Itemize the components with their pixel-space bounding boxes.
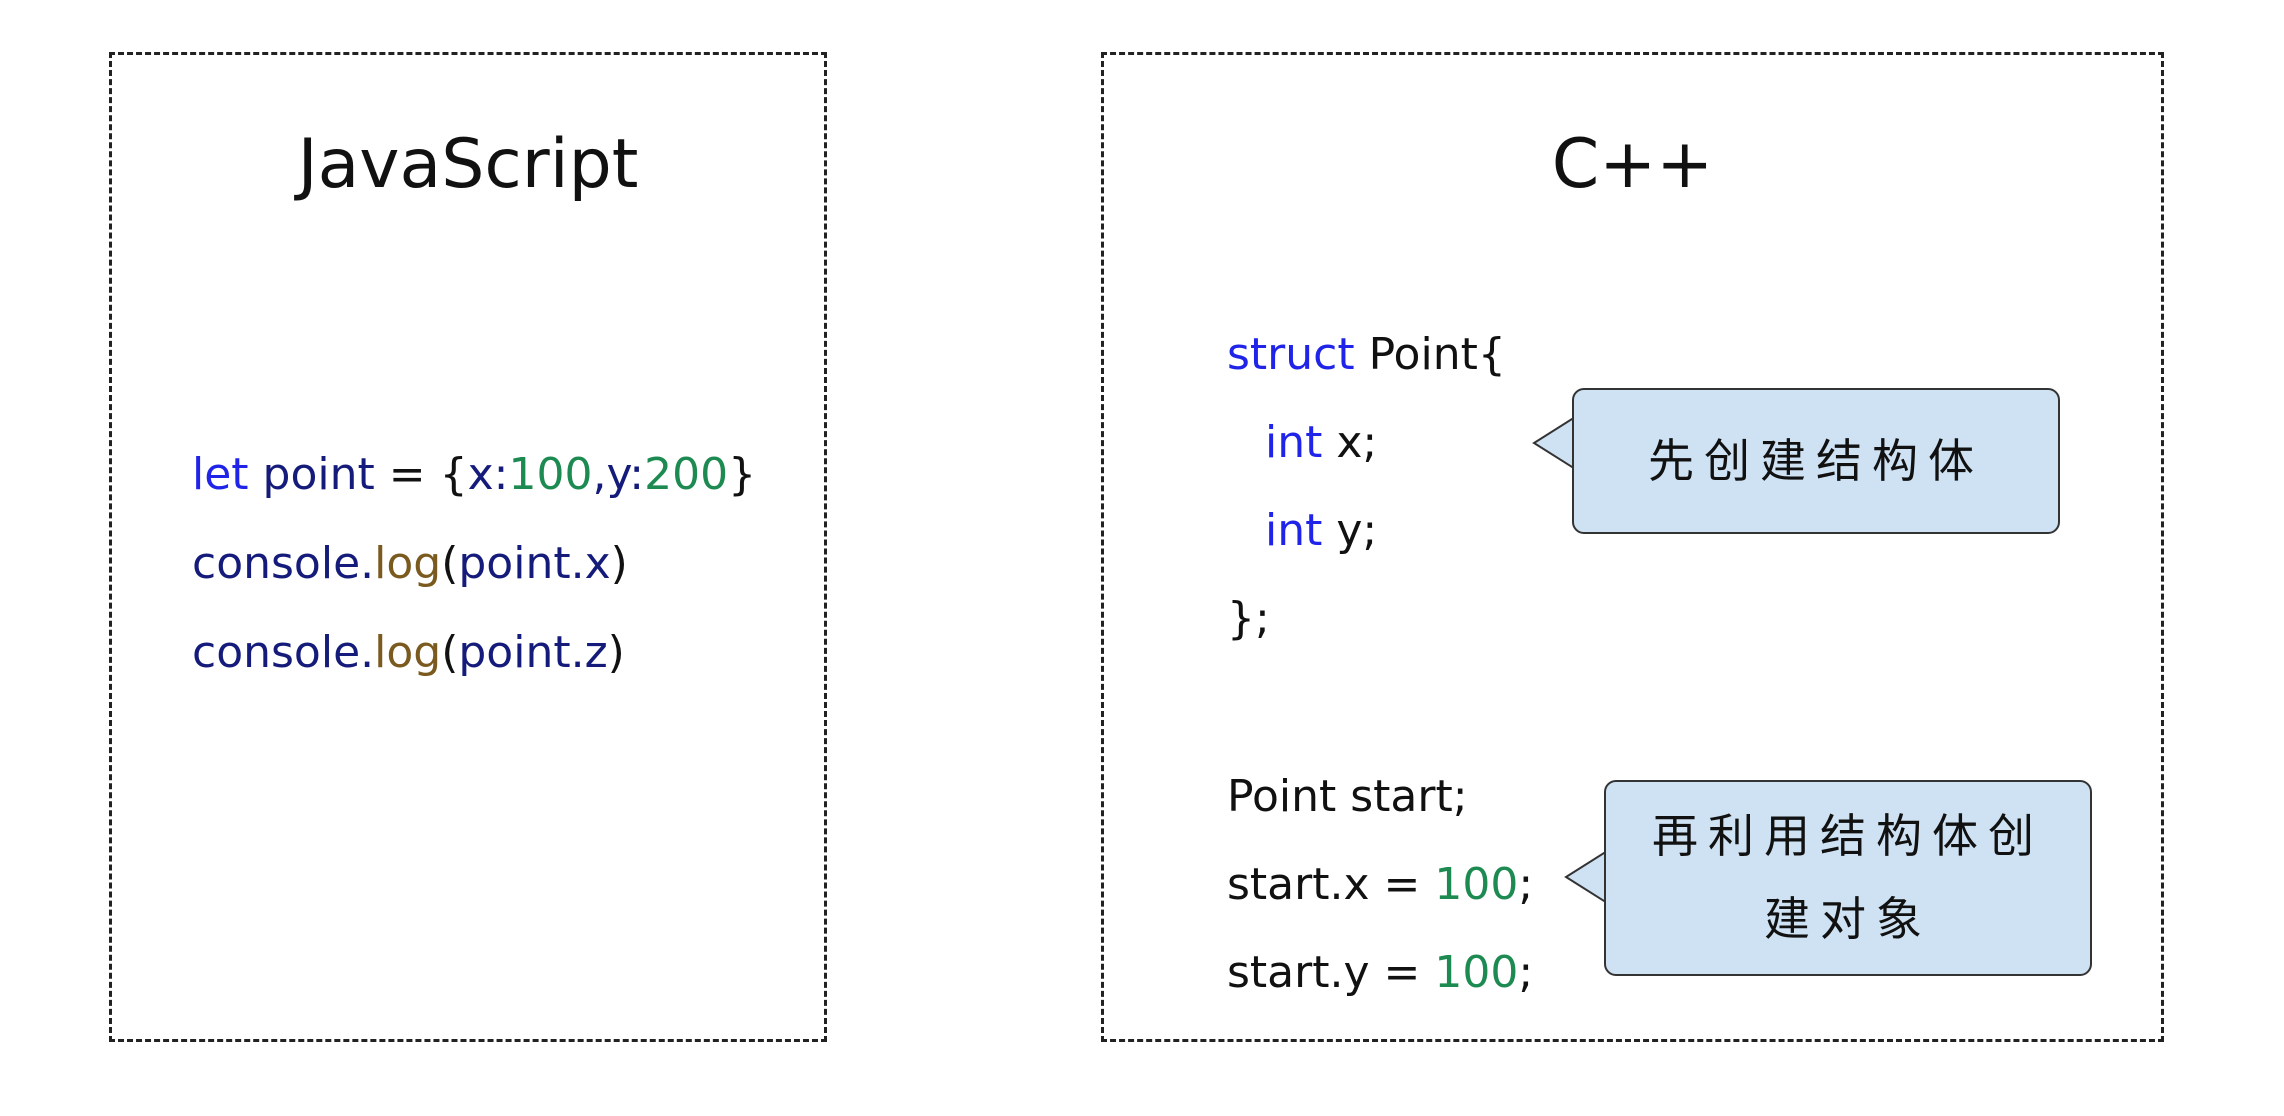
- callout-create-struct: 先创建结构体: [1572, 388, 2060, 534]
- console-object: console.: [192, 627, 375, 678]
- js-code-line-1: let point = {x:100,y:200}: [192, 453, 756, 497]
- cpp-title: C++: [1551, 125, 1714, 204]
- field-y: y;: [1322, 505, 1378, 556]
- int-keyword: int: [1265, 417, 1323, 468]
- assign-operator: =: [374, 449, 440, 500]
- paren-close: ): [607, 627, 625, 678]
- paren-close: ): [610, 538, 628, 589]
- js-code-line-2: console.log(point.x): [192, 542, 628, 586]
- struct-keyword: struct: [1227, 329, 1355, 380]
- y-value: 200: [644, 449, 729, 500]
- cpp-field-y-line: int y;: [1265, 509, 1377, 553]
- paren-open: (: [441, 538, 459, 589]
- assign-x-value: 100: [1434, 859, 1519, 910]
- struct-name: Point{: [1354, 329, 1506, 380]
- close-brace: }: [728, 449, 757, 500]
- y-key: y:: [606, 449, 645, 500]
- assign-y-value: 100: [1434, 947, 1519, 998]
- cpp-panel: C++ struct Point{ int x; int y; }; Point…: [1101, 52, 2164, 1042]
- assign-y-lhs: start.y =: [1227, 947, 1435, 998]
- callout-create-object: 再利用结构体创建对象: [1604, 780, 2092, 976]
- semicolon: ;: [1518, 859, 1534, 910]
- assign-x-lhs: start.x =: [1227, 859, 1435, 910]
- log-argument: point.z: [458, 627, 608, 678]
- open-brace: {: [439, 449, 468, 500]
- cpp-assign-x-line: start.x = 100;: [1227, 863, 1533, 907]
- cpp-struct-close-line: };: [1227, 593, 1270, 644]
- cpp-assign-y-line: start.y = 100;: [1227, 951, 1533, 995]
- comma: ,: [592, 449, 607, 500]
- x-key: x:: [467, 449, 509, 500]
- javascript-title: JavaScript: [297, 125, 639, 204]
- log-function: log: [374, 627, 442, 678]
- field-x: x;: [1322, 417, 1378, 468]
- int-keyword: int: [1265, 505, 1323, 556]
- log-argument: point.x: [458, 538, 611, 589]
- cpp-declaration-line: Point start;: [1227, 771, 1468, 822]
- semicolon: ;: [1518, 947, 1534, 998]
- javascript-panel: JavaScript let point = {x:100,y:200} con…: [109, 52, 827, 1042]
- log-function: log: [374, 538, 442, 589]
- paren-open: (: [441, 627, 459, 678]
- js-code-line-3: console.log(point.z): [192, 631, 625, 675]
- console-object: console.: [192, 538, 375, 589]
- point-identifier: point: [262, 449, 375, 500]
- cpp-field-x-line: int x;: [1265, 421, 1377, 465]
- x-value: 100: [508, 449, 593, 500]
- let-keyword: let: [192, 449, 249, 500]
- cpp-struct-line: struct Point{: [1227, 333, 1506, 377]
